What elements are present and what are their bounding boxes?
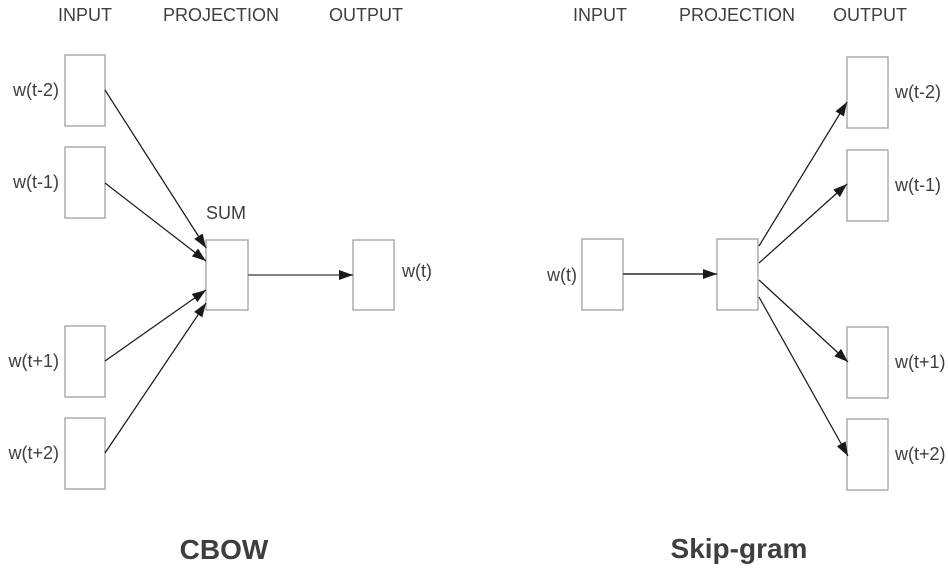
skipgram-projection-box [716,238,759,311]
skipgram-header-projection: PROJECTION [679,5,795,25]
skipgram-input-box-w-t [581,238,624,311]
cbow-diagram: INPUT PROJECTION OUTPUT w(t-2) w(t-1) w(… [7,5,432,565]
cbow-input-label-w-t-plus-2: w(t+2) [7,443,59,463]
skipgram-output-label-w-t-minus-1: w(t-1) [894,175,941,195]
skipgram-header-output: OUTPUT [833,5,907,25]
cbow-arrow-w-t-minus-2-to-projection [104,89,207,249]
cbow-output-box-w-t [352,239,395,311]
skipgram-output-box-w-t-plus-1 [846,326,889,399]
skipgram-title: Skip-gram [671,533,808,564]
cbow-header-input: INPUT [58,5,112,25]
skipgram-output-box-w-t-minus-1 [846,149,889,222]
skipgram-diagram: INPUT PROJECTION OUTPUT w(t) w(t-2) w(t-… [546,5,946,564]
cbow-input-label-w-t-minus-1: w(t-1) [12,172,59,192]
cbow-input-box-w-t-plus-1 [64,325,106,398]
skipgram-arrow-projection-to-w-t-minus-1 [758,183,848,264]
skipgram-output-box-w-t-minus-2 [846,56,889,129]
skipgram-output-label-w-t-plus-1: w(t+1) [894,352,946,372]
skipgram-arrow-projection-to-w-t-plus-2 [758,296,849,457]
cbow-input-box-w-t-minus-1 [64,146,106,219]
cbow-input-box-w-t-minus-2 [64,54,106,127]
cbow-projection-box [205,239,249,311]
skipgram-output-box-w-t-plus-2 [846,418,889,491]
skipgram-output-label-w-t-plus-2: w(t+2) [894,444,946,464]
cbow-header-projection: PROJECTION [163,5,279,25]
skipgram-output-label-w-t-minus-2: w(t-2) [894,82,941,102]
cbow-title: CBOW [180,534,269,565]
cbow-sum-label: SUM [206,203,246,223]
skipgram-input-label-w-t: w(t) [546,265,577,285]
cbow-header-output: OUTPUT [329,5,403,25]
cbow-arrow-w-t-minus-1-to-projection [104,182,207,262]
cbow-input-label-w-t-minus-2: w(t-2) [12,80,59,100]
skipgram-header-input: INPUT [573,5,627,25]
skipgram-arrow-projection-to-w-t-minus-2 [758,101,848,247]
cbow-arrow-w-t-plus-1-to-projection [104,289,207,362]
cbow-input-label-w-t-plus-1: w(t+1) [7,351,59,371]
cbow-input-box-w-t-plus-2 [64,417,106,490]
cbow-output-label-w-t: w(t) [401,261,432,281]
skipgram-arrow-projection-to-w-t-plus-1 [758,279,849,363]
cbow-arrow-w-t-plus-2-to-projection [104,302,207,454]
